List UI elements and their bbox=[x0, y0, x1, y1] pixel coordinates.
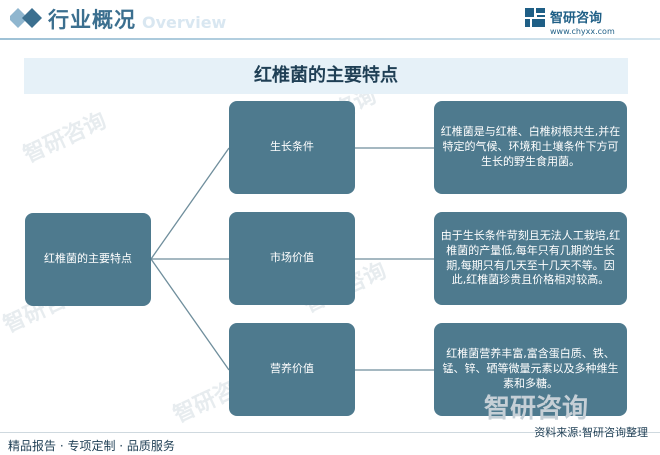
category-node-market: 市场价值 bbox=[229, 212, 355, 305]
page-title: 行业概况 bbox=[48, 8, 136, 32]
page-header: Overview 行业概况 智研咨询 www.chyxx.com bbox=[0, 0, 660, 38]
description-node-growth: 红椎菌是与红椎、白椎树根共生,并在特定的气候、环境和土壤条件下方可生长的野生食用… bbox=[434, 101, 627, 194]
category-node-growth: 生长条件 bbox=[229, 101, 355, 194]
watermark-bottom: 智研咨询 bbox=[484, 394, 589, 424]
category-node-nutrition: 营养价值 bbox=[229, 323, 355, 416]
source-note: 资料来源:智研咨询整理 bbox=[534, 426, 648, 439]
logo-url: www.chyxx.com bbox=[550, 27, 615, 36]
header-divider bbox=[0, 38, 660, 40]
connector-line bbox=[150, 258, 230, 371]
logo-icon bbox=[525, 8, 545, 27]
diamond-icon bbox=[10, 8, 42, 28]
header-title-en: Overview bbox=[142, 13, 227, 32]
diagram-title: 红椎菌的主要特点 bbox=[254, 65, 398, 86]
footer-tagline: 精品报告 · 专项定制 · 品质服务 bbox=[8, 439, 175, 453]
description-node-nutrition: 红椎菌营养丰富,富含蛋白质、铁、锰、锌、硒等微量元素以及多种维生素和多糖。 bbox=[434, 323, 627, 416]
brand-logo: 智研咨询 www.chyxx.com bbox=[524, 6, 644, 42]
description-node-market: 由于生长条件苛刻且无法人工栽培,红椎菌的产量低,每年只有几期的生长期,每期只有几… bbox=[434, 212, 627, 305]
logo-name: 智研咨询 bbox=[550, 11, 603, 26]
diagram-title-band: 红椎菌的主要特点 bbox=[24, 58, 628, 94]
footer-divider bbox=[0, 432, 660, 433]
root-node: 红椎菌的主要特点 bbox=[25, 213, 151, 306]
connector-line bbox=[150, 147, 230, 260]
